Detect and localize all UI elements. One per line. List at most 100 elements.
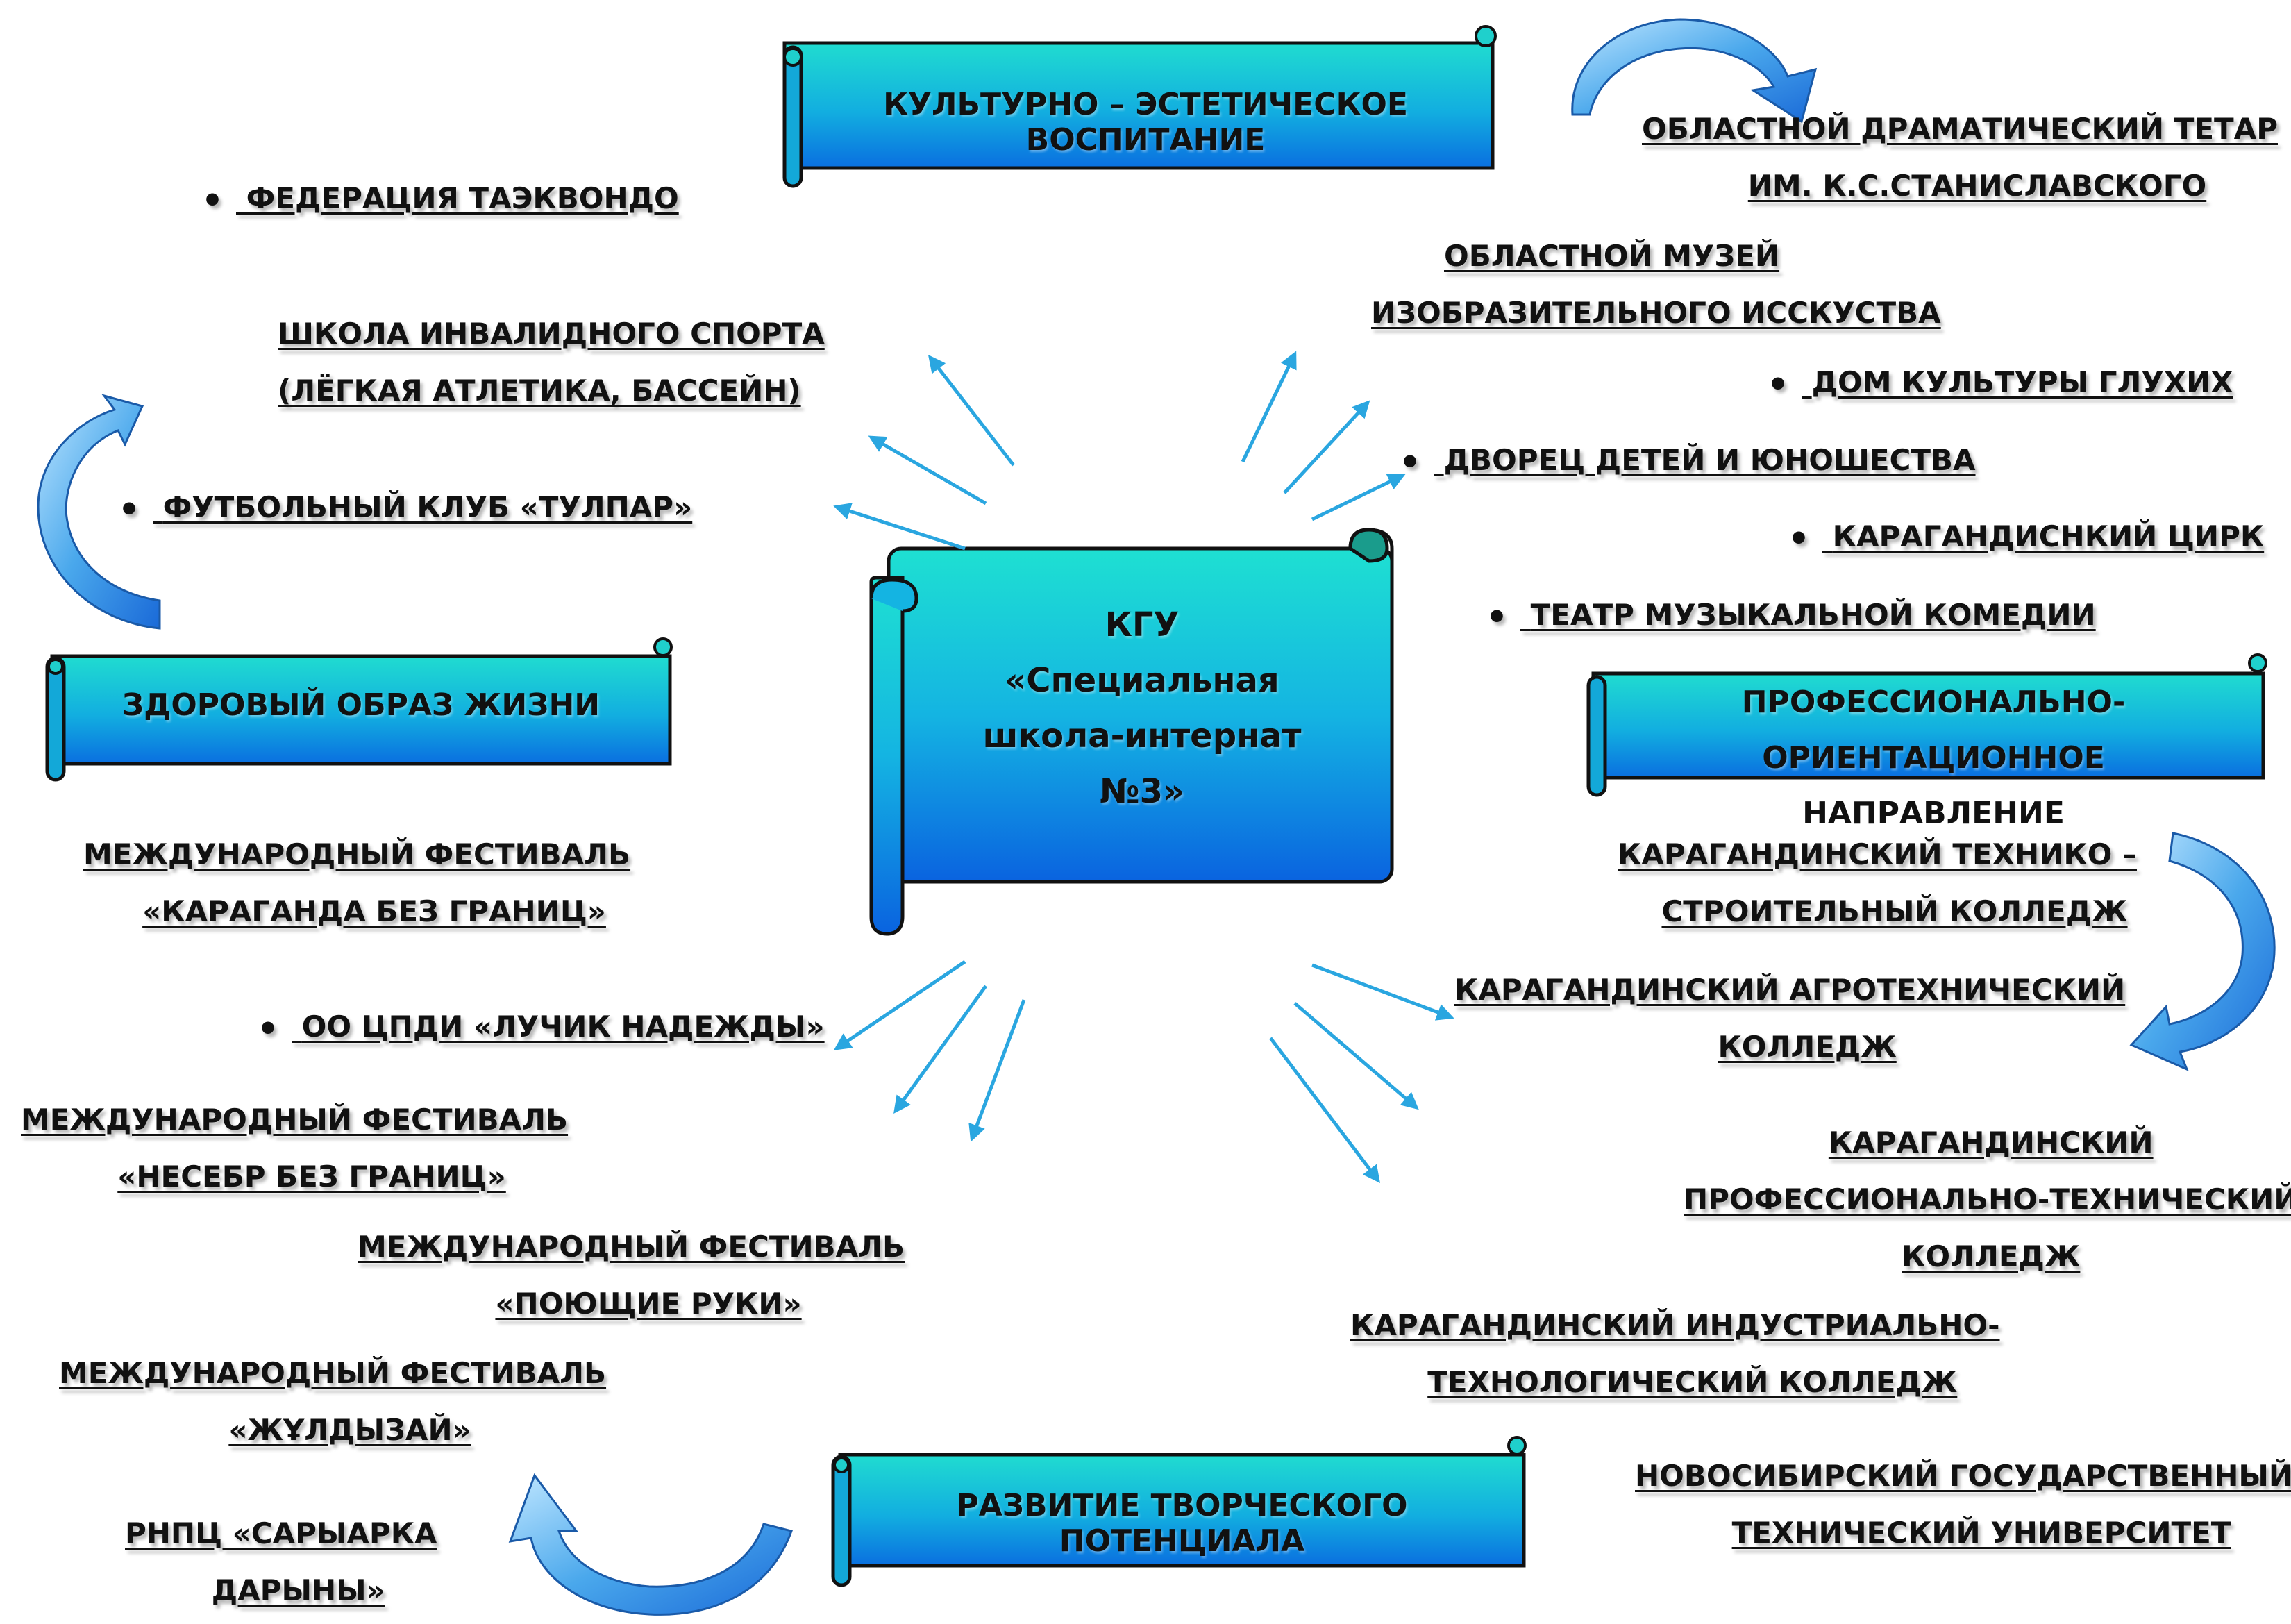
- item-tulpar-text: ФУТБОЛЬНЫЙ КЛУБ «ТУЛПАР»: [162, 490, 693, 524]
- center-line-3: школа-интернат: [982, 717, 1302, 755]
- career-banner: [1586, 653, 2267, 797]
- item-agro: КАРАГАНДИНСКИЙ АГРОТЕХНИЧЕСКИЙ КОЛЛЕДЖ: [1454, 962, 2125, 1075]
- curved-arrow-right: [2129, 832, 2276, 1071]
- item-prof-tech-text-1: КАРАГАНДИНСКИЙ: [1828, 1125, 2154, 1160]
- center-line-4: №3»: [1099, 772, 1185, 811]
- item-palace: ДВОРЕЦ ДЕТЕЙ И ЮНОШЕСТВА: [1399, 432, 1976, 491]
- culture-banner: [782, 25, 1497, 188]
- item-novosibirsk: НОВОСИБИРСКИЙ ГОСУДАРСТВЕННЫЙ ТЕХНИЧЕСКИ…: [1635, 1448, 2291, 1562]
- curved-arrow-bottom: [508, 1473, 793, 1616]
- item-comedy: ТЕАТР МУЗЫКАЛЬНОЙ КОМЕДИИ: [1486, 587, 2096, 646]
- item-museum-text-1: ОБЛАСТНОЙ МУЗЕЙ: [1444, 239, 1780, 273]
- item-agro-line-1: КАРАГАНДИНСКИЙ АГРОТЕХНИЧЕСКИЙ: [1454, 962, 2125, 1019]
- arrow-up-right-1: [1241, 351, 1297, 463]
- curved-arrows: [37, 18, 2276, 1616]
- arrow-down-right-1: [1311, 963, 1454, 1021]
- center-line-2: «Специальная: [1005, 661, 1279, 700]
- item-fest-hands-line-2: «ПОЮЩИЕ РУКИ»: [495, 1287, 802, 1321]
- item-invalid-sport: ШКОЛА ИНВАЛИДНОГО СПОРТА (ЛЁГКАЯ АТЛЕТИК…: [278, 305, 825, 419]
- radiating-arrows: [833, 351, 1454, 1183]
- item-tech-build-line-1: КАРАГАНДИНСКИЙ ТЕХНИКО –: [1618, 826, 2137, 883]
- item-industrial-text-1: КАРАГАНДИНСКИЙ ИНДУСТРИАЛЬНО-: [1350, 1308, 2000, 1342]
- item-fest-zhuldyzai-line-1: МЕЖДУНАРОДНЫЙ ФЕСТИВАЛЬ: [59, 1345, 606, 1402]
- center-scroll: [869, 528, 1394, 936]
- arrow-down-left-1: [833, 960, 966, 1050]
- item-deaf-house: ДОМ КУЛЬТУРЫ ГЛУХИХ: [1767, 354, 2233, 413]
- item-prof-tech-line-1: КАРАГАНДИНСКИЙ: [1684, 1114, 2291, 1171]
- arrow-up-left-1: [928, 355, 1015, 467]
- item-rnpc-line-1: РНПЦ «САРЫАРКА: [125, 1505, 437, 1562]
- item-agro-text-1: КАРАГАНДИНСКИЙ АГРОТЕХНИЧЕСКИЙ: [1454, 973, 2126, 1007]
- item-prof-tech-line-2: ПРОФЕССИОНАЛЬНО-ТЕХНИЧЕСКИЙ: [1684, 1182, 2291, 1216]
- item-novosibirsk-line-2: ТЕХНИЧЕСКИЙ УНИВЕРСИТЕТ: [1731, 1516, 2231, 1550]
- arrow-up-right-2: [1283, 400, 1370, 494]
- item-prof-tech-line-3: КОЛЛЕДЖ: [1902, 1239, 2081, 1273]
- item-agro-line-2: КОЛЛЕДЖ: [1718, 1030, 1897, 1064]
- item-fest-karaganda-line-1: МЕЖДУНАРОДНЫЙ ФЕСТИВАЛЬ: [83, 826, 630, 883]
- item-rnpc: РНПЦ «САРЫАРКА ДАРЫНЫ»: [125, 1505, 437, 1619]
- career-banner-line-2: НАПРАВЛЕНИЕ: [1802, 796, 2065, 831]
- item-tech-build-line-2: СТРОИТЕЛЬНЫЙ КОЛЛЕДЖ: [1661, 894, 2128, 928]
- item-fest-hands-line-1: МЕЖДУНАРОДНЫЙ ФЕСТИВАЛЬ: [358, 1219, 905, 1275]
- creative-banner-title: РАЗВИТИЕ ТВОРЧЕСКОГО ПОТЕНЦИАЛА: [956, 1488, 1408, 1559]
- item-drama-line-2: ИМ. К.С.СТАНИСЛАВСКОГО: [1747, 169, 2207, 203]
- center-title: КГУ «Специальная школа-интернат №3»: [923, 597, 1361, 819]
- item-luchik-text: ОО ЦПДИ «ЛУЧИК НАДЕЖДЫ»: [301, 1010, 825, 1044]
- culture-banner-title: КУЛЬТУРНО – ЭСТЕТИЧЕСКОЕ ВОСПИТАНИЕ: [883, 87, 1408, 158]
- item-fest-zhuldyzai: МЕЖДУНАРОДНЫЙ ФЕСТИВАЛЬ «ЖҰЛДЫЗАЙ»: [59, 1345, 606, 1459]
- item-fest-hands: МЕЖДУНАРОДНЫЙ ФЕСТИВАЛЬ «ПОЮЩИЕ РУКИ»: [358, 1219, 905, 1332]
- item-tech-build-text-1: КАРАГАНДИНСКИЙ ТЕХНИКО –: [1618, 837, 2138, 871]
- item-museum: ОБЛАСТНОЙ МУЗЕЙ ИЗОБРАЗИТЕЛЬНОГО ИССКУСТ…: [1371, 228, 1941, 342]
- item-fest-karaganda: МЕЖДУНАРОДНЫЙ ФЕСТИВАЛЬ «КАРАГАНДА БЕЗ Г…: [83, 826, 630, 940]
- item-prof-tech: КАРАГАНДИНСКИЙ ПРОФЕССИОНАЛЬНО-ТЕХНИЧЕСК…: [1684, 1114, 2291, 1285]
- item-circus-text: КАРАГАНДИСНКИЙ ЦИРК: [1832, 519, 2265, 553]
- item-rnpc-line-2: ДАРЫНЫ»: [211, 1573, 385, 1607]
- career-banner-line-1: ПРОФЕССИОНАЛЬНО-ОРИЕНТАЦИОННОЕ: [1741, 685, 2126, 776]
- arrow-up-left-3: [833, 503, 966, 551]
- item-fest-zhuldyzai-text-1: МЕЖДУНАРОДНЫЙ ФЕСТИВАЛЬ: [59, 1356, 607, 1390]
- item-fest-karaganda-line-2: «КАРАГАНДА БЕЗ ГРАНИЦ»: [142, 894, 606, 928]
- item-fest-nesebr-text-1: МЕЖДУНАРОДНЫЙ ФЕСТИВАЛЬ: [21, 1103, 569, 1137]
- curved-arrow-top: [1571, 18, 1818, 124]
- item-taekwondo-text: ФЕДЕРАЦИЯ ТАЭКВОНДО: [246, 181, 679, 215]
- item-novosibirsk-line-1: НОВОСИБИРСКИЙ ГОСУДАРСТВЕННЫЙ: [1635, 1448, 2291, 1505]
- item-luchik: ОО ЦПДИ «ЛУЧИК НАДЕЖДЫ»: [257, 998, 825, 1057]
- item-museum-line-2: ИЗОБРАЗИТЕЛЬНОГО ИССКУСТВА: [1371, 296, 1941, 330]
- item-industrial-line-1: КАРАГАНДИНСКИЙ ИНДУСТРИАЛЬНО-: [1350, 1297, 2000, 1354]
- career-banner-title: ПРОФЕССИОНАЛЬНО-ОРИЕНТАЦИОННОЕ НАПРАВЛЕН…: [1604, 675, 2263, 842]
- arrow-up-left-2: [868, 435, 987, 505]
- item-fest-karaganda-text-1: МЕЖДУНАРОДНЫЙ ФЕСТИВАЛЬ: [83, 837, 631, 871]
- item-comedy-text: ТЕАТР МУЗЫКАЛЬНОЙ КОМЕДИИ: [1530, 598, 2096, 632]
- item-invalid-sport-text-1: ШКОЛА ИНВАЛИДНОГО СПОРТА: [278, 317, 825, 351]
- item-industrial: КАРАГАНДИНСКИЙ ИНДУСТРИАЛЬНО- ТЕХНОЛОГИЧ…: [1350, 1297, 2000, 1411]
- item-drama-line-1: ОБЛАСТНОЙ ДРАМАТИЧЕСКИЙ ТЕТАР: [1642, 101, 2278, 158]
- item-palace-text: ДВОРЕЦ ДЕТЕЙ И ЮНОШЕСТВА: [1443, 443, 1976, 477]
- item-fest-zhuldyzai-line-2: «ЖҰЛДЫЗАЙ»: [228, 1413, 471, 1447]
- item-industrial-line-2: ТЕХНОЛОГИЧЕСКИЙ КОЛЛЕДЖ: [1427, 1365, 1958, 1399]
- item-fest-nesebr-line-1: МЕЖДУНАРОДНЫЙ ФЕСТИВАЛЬ: [21, 1091, 568, 1148]
- item-fest-nesebr: МЕЖДУНАРОДНЫЙ ФЕСТИВАЛЬ «НЕСЕБР БЕЗ ГРАН…: [21, 1091, 568, 1205]
- item-tech-build: КАРАГАНДИНСКИЙ ТЕХНИКО – СТРОИТЕЛЬНЫЙ КО…: [1618, 826, 2137, 940]
- item-circus: КАРАГАНДИСНКИЙ ЦИРК: [1788, 508, 2265, 567]
- center-line-1: КГУ: [1105, 605, 1180, 644]
- item-deaf-house-text: ДОМ КУЛЬТУРЫ ГЛУХИХ: [1811, 365, 2233, 399]
- item-rnpc-text-1: РНПЦ «САРЫАРКА: [125, 1516, 437, 1550]
- item-drama-text-1: ОБЛАСТНОЙ ДРАМАТИЧЕСКИЙ ТЕТАР: [1642, 112, 2278, 146]
- item-museum-line-1: ОБЛАСТНОЙ МУЗЕЙ: [1371, 228, 1941, 285]
- item-fest-hands-text-1: МЕЖДУНАРОДНЫЙ ФЕСТИВАЛЬ: [358, 1230, 905, 1264]
- arrow-down-right-2: [1293, 1002, 1419, 1110]
- item-invalid-sport-line-1: ШКОЛА ИНВАЛИДНОГО СПОРТА: [278, 305, 825, 362]
- arrow-down-left-2: [893, 985, 988, 1114]
- arrow-up-right-3: [1311, 474, 1406, 521]
- item-tulpar: ФУТБОЛЬНЫЙ КЛУБ «ТУЛПАР»: [118, 479, 693, 538]
- item-invalid-sport-line-2: (ЛЁГКАЯ АТЛЕТИКА, БАССЕЙН): [278, 374, 801, 408]
- item-novosibirsk-text-1: НОВОСИБИРСКИЙ ГОСУДАРСТВЕННЫЙ: [1635, 1459, 2291, 1493]
- item-taekwondo: ФЕДЕРАЦИЯ ТАЭКВОНДО: [201, 170, 679, 229]
- item-drama: ОБЛАСТНОЙ ДРАМАТИЧЕСКИЙ ТЕТАР ИМ. К.С.СТ…: [1642, 101, 2278, 215]
- creative-banner: [831, 1436, 1527, 1587]
- health-banner: [45, 637, 673, 782]
- arrow-down-right-3: [1269, 1037, 1381, 1183]
- arrow-down-left-3: [968, 999, 1026, 1142]
- health-banner-title: ЗДОРОВЫЙ ОБРАЗ ЖИЗНИ: [121, 687, 601, 723]
